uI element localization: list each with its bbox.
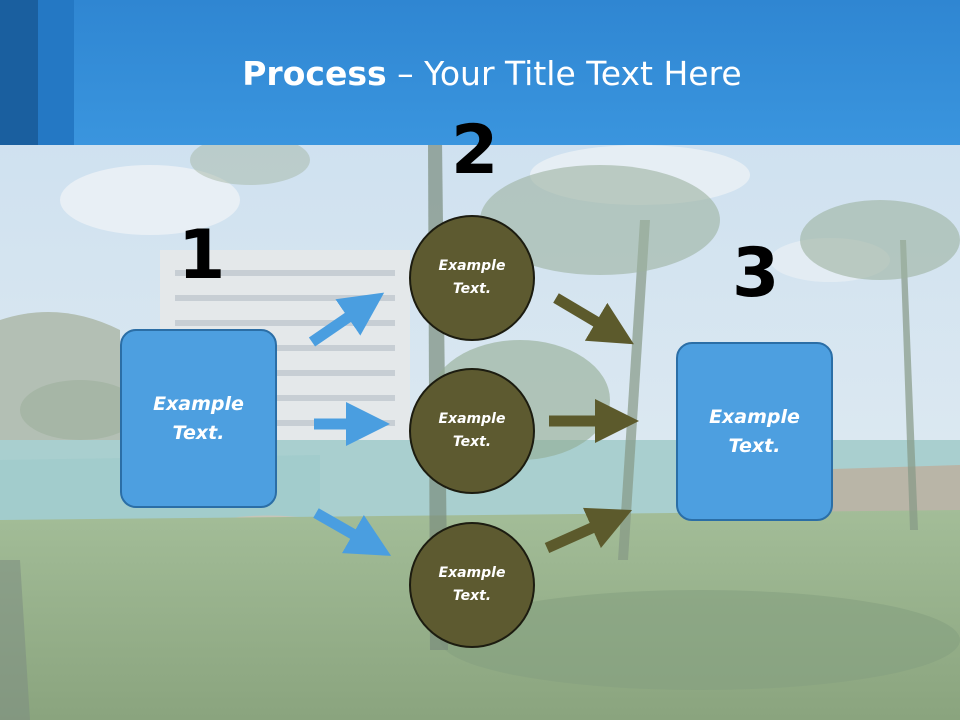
circle-2-line1: Example [438,411,506,427]
title-bold: Process [242,54,387,93]
header-accent-dark [0,0,38,145]
circle-3-line1: Example [438,565,506,581]
end-box-line2: Text. [728,434,781,457]
step-number-2: 2 [451,111,499,190]
circle-3-line2: Text. [452,588,492,604]
slide-title: Process – Your Title Text Here [0,52,960,96]
circle-1-line2: Text. [452,281,492,297]
header-accent-mid [38,0,74,145]
step-number-1: 1 [178,216,226,295]
arrow-from-circle-3 [544,507,633,554]
arrow-from-circle-1 [553,293,634,345]
header-bar: Process – Your Title Text Here [0,0,960,145]
end-box-line1: Example [709,405,800,428]
start-box-line1: Example [153,392,244,415]
arrow-to-circle-1 [308,292,385,347]
arrow-to-circle-3 [313,508,392,556]
title-rest: – Your Title Text Here [386,54,742,93]
step-number-3: 3 [732,234,780,313]
start-box-line2: Text. [172,421,225,444]
circle-1-line1: Example [438,258,506,274]
circle-2-line2: Text. [452,434,492,450]
